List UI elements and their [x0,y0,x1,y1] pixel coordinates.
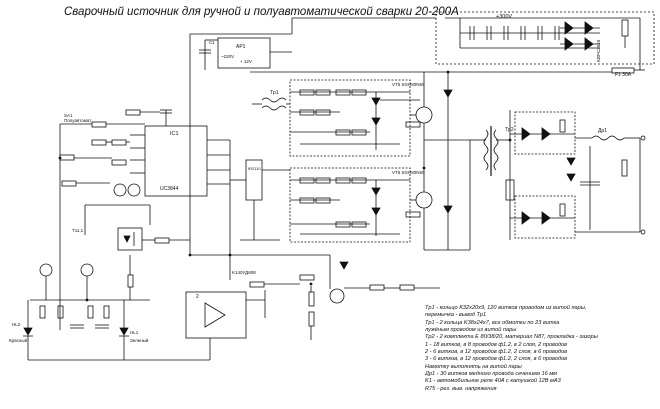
hl2-label: HL2 [12,322,21,327]
mains-rectifier-block: +300V KBPC3510 F1 30A [250,11,655,78]
gate-driver-upper: VT5 SGH80N60 [289,79,425,157]
vt6-label: VT6 SGH80N60 [392,170,425,175]
ap1-module: AP1 ~220V + 12V C1 [189,17,436,255]
supply-label: +300V [496,14,512,20]
bridge-label: KBPC3510 [596,39,601,62]
note-line: R75 - рез. выв. напряжения [425,385,497,392]
ir-label: IR2110 [248,166,261,171]
note-line: Намотку выполнять на витой пары [425,363,522,370]
ap1-input-label: ~220V [221,54,234,59]
indicator-block: HL2 Красный HL1 Зеленый [9,255,210,361]
pwm-controller-block: IC1 UC3844 Полуавтомат SA1 [59,109,231,330]
t11-label: T11,1 [72,228,84,233]
note-line: Tp1 - 2 кольца K38x24x7, все обмотки по … [425,319,560,326]
tr1-label: Tp1 [270,90,279,96]
switch-label: Полуавтомат [64,118,91,123]
note-line: Tp1 - кольцо K32x20x9, 120 витков провод… [425,305,587,311]
power-transformer: Tp2 [469,110,515,250]
ic1-label: IC1 [170,131,179,137]
note-line: 1 - 18 витков, в 8 проводов ф1.2, в 2 сл… [425,341,568,348]
output-choke: Др1 [575,128,646,235]
schematic-title: Сварочный источник для ручной и полуавто… [64,6,459,18]
igbt-lower [405,168,470,251]
ap1-label: AP1 [236,44,246,50]
tr2-label: Tp2 [505,127,514,133]
fuse-label: F1 30A [615,72,632,78]
c1-label: C1 [209,40,215,45]
junction-dots [58,70,512,302]
capacitor-bank [459,18,600,49]
diode-bridge: KBPC3510 [560,21,601,62]
note-line: 2 - 6 витков, в 12 проводов ф1.2, 2 слоя… [425,349,568,356]
gate-driver-lower: VT6 SGH80N60 [289,167,425,243]
dr1-label: Др1 [598,128,607,134]
igbt-upper [405,72,470,168]
note-line: лужёным проводом из витой пары [425,327,517,334]
hl1-color: Зеленый [130,337,149,343]
note-line: 3 - 6 витков, в 12 проводов ф1.2, 2 слоя… [425,356,568,363]
ap1-output-label: + 12V [240,59,252,64]
hl2-color: Красный [9,337,28,343]
opamp-part: K140УД608 [232,270,256,275]
ic1-part: UC3844 [160,186,179,192]
opamp-block: 2 K140УД608 [185,254,440,360]
note-line: Tp2 - 2 комплекта Е 80/38/20, материал N… [425,334,598,341]
hl1-label: HL1 [130,330,139,335]
note-line: K1 - автомобильное реле 40А с катушкой 1… [425,378,561,385]
sa1-label: SA1 [64,113,73,118]
driver-transformer: Tp1 IR2110 [230,90,290,241]
optocoupler: T11,1 [72,227,190,251]
winding-notes: Tp1 - кольцо K32x20x9, 120 витков провод… [425,305,657,393]
note-line: Др1 - 30 витков медного провода сечением… [425,371,557,378]
note-line: перемычка - вывод Tp1 [425,312,487,319]
driver-transistors [84,183,151,235]
opamp-pin-label: 2 [196,294,199,300]
vt5-label: VT5 SGH80N60 [392,82,425,87]
output-rectifier [510,111,576,239]
